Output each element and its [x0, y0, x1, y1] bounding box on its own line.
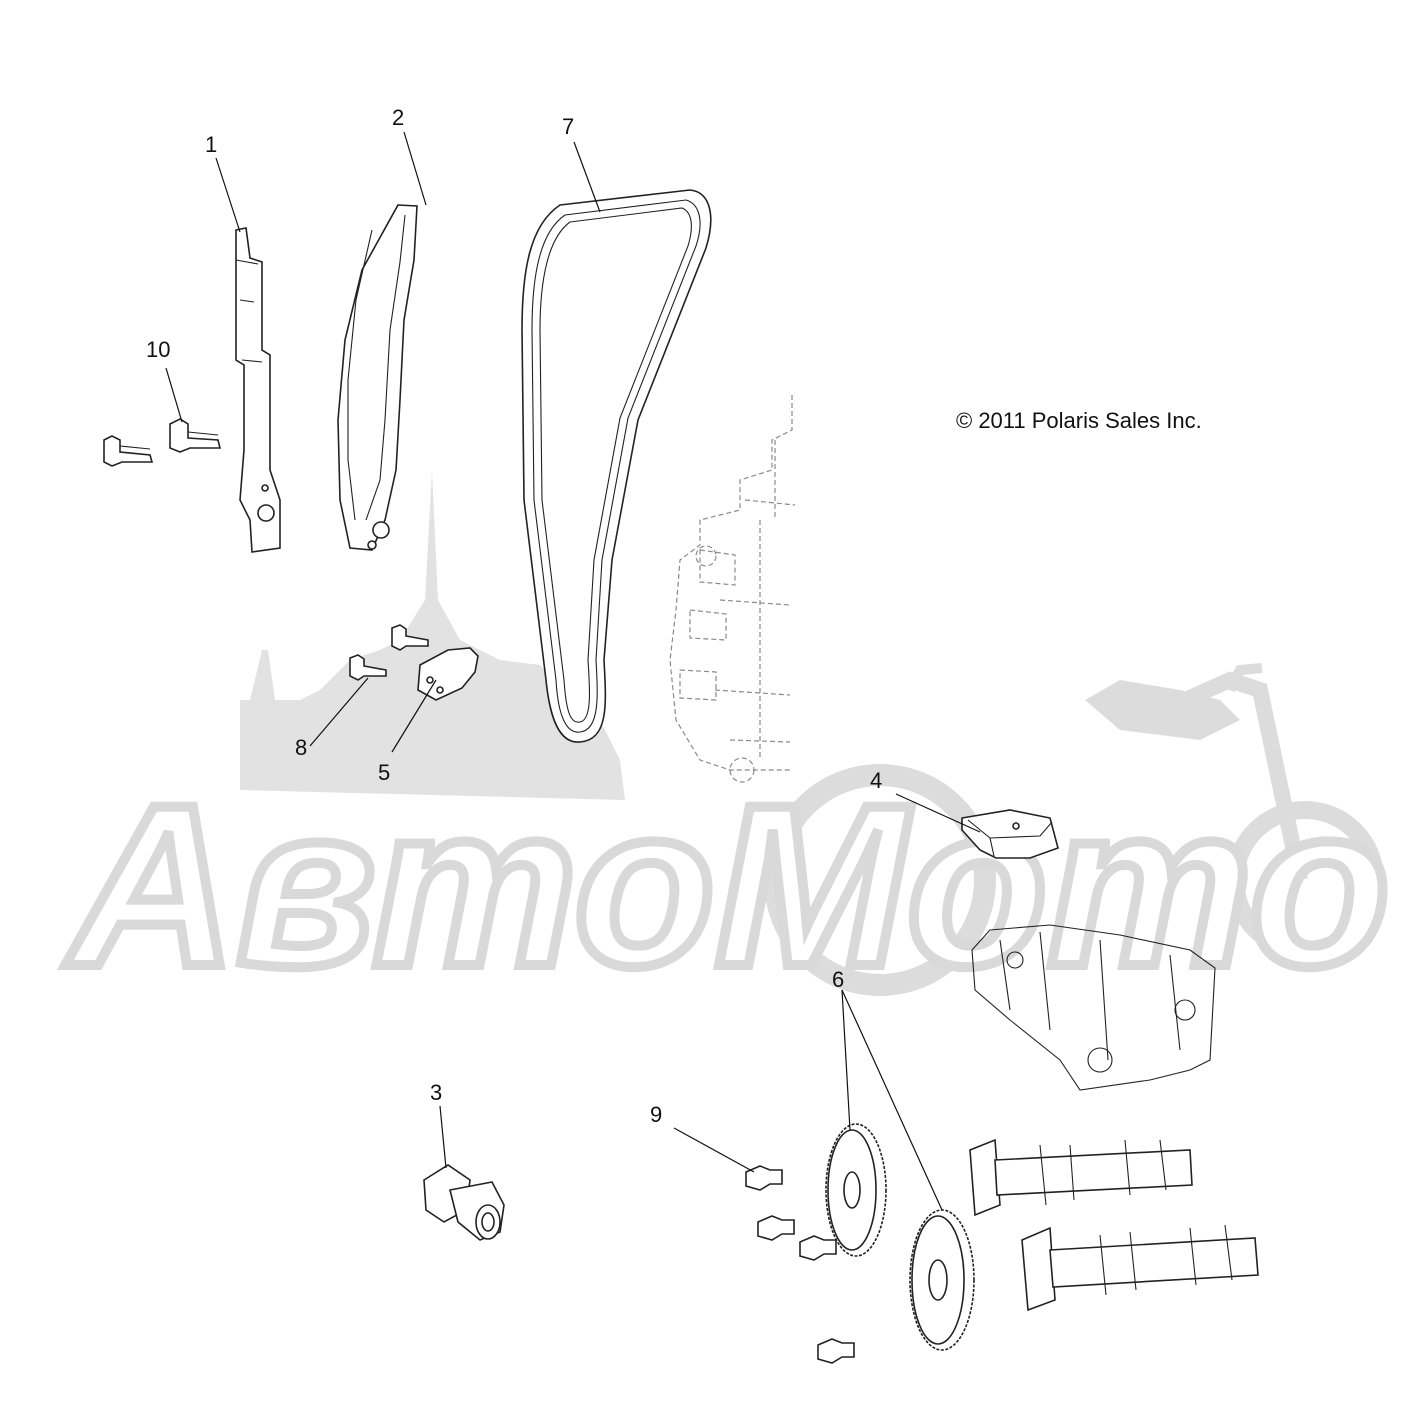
watermark-brand: АвтоМото — [65, 757, 1390, 1014]
callout-6: 6 — [832, 967, 844, 992]
watermark-skyline — [240, 470, 625, 800]
callout-7: 7 — [562, 114, 574, 139]
callout-4: 4 — [870, 768, 882, 793]
callouts: 1 2 3 4 5 6 7 8 9 10 — [146, 105, 882, 1127]
callout-10: 10 — [146, 337, 170, 362]
part-9-sprocket-bolts — [745, 1165, 855, 1364]
part-2-tensioner-blade — [337, 204, 418, 551]
part-1-chain-guide — [235, 227, 281, 553]
callout-9: 9 — [650, 1102, 662, 1127]
callout-5: 5 — [378, 760, 390, 785]
copyright-text: © 2011 Polaris Sales Inc. — [956, 408, 1202, 433]
callout-8: 8 — [295, 735, 307, 760]
ghost-engine-block — [669, 395, 796, 783]
watermark-motorcycle — [764, 663, 1384, 996]
part-5-bracket — [417, 647, 479, 701]
part-7-timing-chain — [521, 189, 712, 743]
part-10-guide-bolts — [103, 418, 222, 467]
part-3-tensioner — [423, 1164, 505, 1241]
part-6-cam-sprockets — [825, 1123, 975, 1351]
watermark: АвтоМото — [60, 470, 1395, 1019]
part-4-guide-block — [961, 809, 1059, 859]
ghost-cam-carrier — [971, 924, 1216, 1091]
camshafts — [969, 1138, 1259, 1312]
leader-lines — [165, 131, 981, 1211]
callout-1: 1 — [205, 132, 217, 157]
part-8-bolts — [349, 624, 429, 681]
callout-2: 2 — [392, 105, 404, 130]
callout-3: 3 — [430, 1080, 442, 1105]
